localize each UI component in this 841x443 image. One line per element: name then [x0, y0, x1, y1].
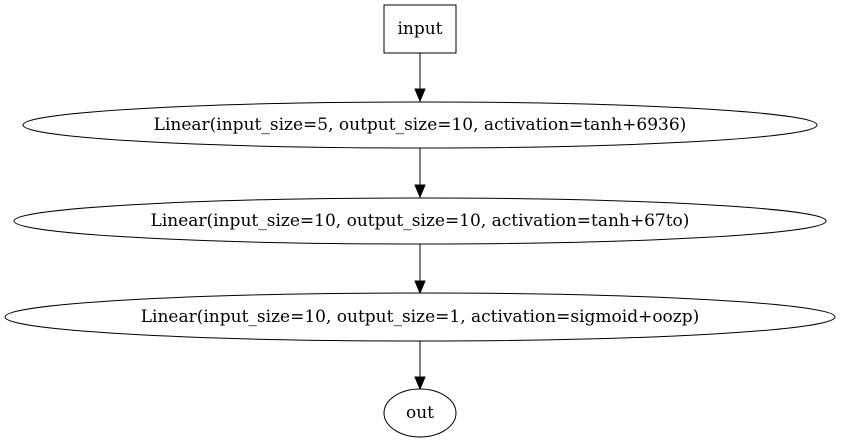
- node-layer3-label: Linear(input_size=10, output_size=1, act…: [141, 307, 700, 327]
- arrowhead: [414, 184, 426, 199]
- arrowhead: [414, 280, 426, 295]
- nodes-group: input Linear(input_size=5, output_size=1…: [4, 4, 836, 438]
- node-layer1-ellipse: [22, 101, 818, 149]
- node-layer1-label: Linear(input_size=5, output_size=10, act…: [154, 115, 687, 135]
- edge-layer2-to-layer3: [414, 244, 426, 295]
- node-out: out: [383, 388, 457, 438]
- node-layer1: Linear(input_size=5, output_size=10, act…: [22, 101, 818, 149]
- node-out-ellipse: [383, 388, 457, 438]
- node-layer3: Linear(input_size=10, output_size=1, act…: [4, 292, 836, 342]
- edge-layer3-to-out: [414, 341, 426, 391]
- node-layer2: Linear(input_size=10, output_size=10, ac…: [13, 197, 827, 245]
- node-input: input: [383, 4, 457, 54]
- edge-layer1-to-layer2: [414, 148, 426, 199]
- node-layer2-ellipse: [13, 197, 827, 245]
- arrowhead: [414, 376, 426, 391]
- arrowhead: [414, 88, 426, 103]
- edge-input-to-layer1: [414, 53, 426, 103]
- edges-group: [414, 53, 426, 391]
- node-input-label: input: [397, 19, 442, 39]
- node-layer2-label: Linear(input_size=10, output_size=10, ac…: [151, 211, 690, 231]
- node-out-label: out: [406, 403, 434, 423]
- node-layer3-ellipse: [4, 292, 836, 342]
- node-input-box: [383, 4, 457, 54]
